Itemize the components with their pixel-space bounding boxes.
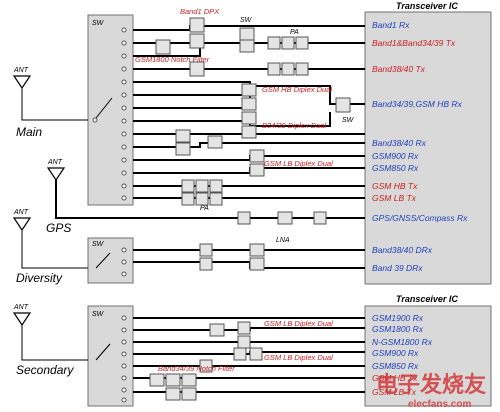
diversity-switch-arm [95, 252, 111, 269]
main-switch-label: SW [92, 20, 105, 27]
port-label-main-0: Band1 Rx [372, 20, 410, 30]
main-components [155, 17, 351, 225]
secondary-port-labels: GSM1900 Rx GSM1800 Rx N-GSM1800 Rx GSM90… [372, 313, 433, 397]
sec-gsm-lb-diplex-1-label: GSM LB Diplex Dual [264, 319, 333, 328]
transceiver-ic-secondary-title: Transceiver IC [396, 294, 458, 304]
diversity-switch-label: SW [92, 241, 105, 248]
svg-text:ANT: ANT [13, 67, 29, 74]
port-label-sec-2: N-GSM1800 Rx [372, 337, 433, 347]
antenna-diversity-icon: ANT [12, 209, 32, 232]
port-label-main-4: Band38/40 Rx [372, 138, 427, 148]
transceiver-ic-main [364, 11, 492, 285]
diversity-components [199, 243, 265, 271]
diversity-signal-wires [133, 249, 365, 269]
main-pa-bottom-label: PA [200, 205, 209, 212]
main-pa-top-label: PA [290, 29, 299, 36]
port-label-sec-4: GSM850 Rx [372, 361, 419, 371]
main-side-label: Main [16, 125, 42, 139]
port-label-sec-1: GSM1800 Rx [372, 324, 424, 334]
svg-text:ANT: ANT [13, 209, 29, 216]
port-label-main-11: Band 39 DRx [372, 263, 423, 273]
main-port-labels: Band1 Rx Band1&Band34/39 Tx Band38/40 Tx… [372, 20, 468, 273]
port-label-main-5: GSM900 Rx [372, 151, 419, 161]
svg-text:ANT: ANT [47, 159, 63, 166]
sec-gsm-lb-diplex-2-label: GSM LB Diplex Dual [264, 353, 333, 362]
port-label-main-9: GPS/GNSS/Compass Rx [372, 213, 468, 223]
b34-39-diplex-label: B34/39 Diplex Dual [262, 121, 327, 130]
antenna-main-icon: ANT [12, 67, 32, 90]
main-sw-mid-label: SW [240, 17, 253, 24]
watermark-url: elecfans.com [408, 399, 471, 410]
antenna-gps-icon: ANT [46, 159, 66, 182]
port-label-main-10: Band38/40 DRx [372, 245, 433, 255]
band1-dpx-label: Band1 DPX [180, 7, 220, 16]
main-switch-ports [121, 27, 127, 201]
main-switch-arm [95, 97, 113, 119]
port-label-sec-6: GSM LB Tx [372, 387, 417, 397]
diversity-side-label: Diversity [16, 271, 63, 285]
gps-side-label: GPS [46, 221, 71, 235]
port-label-sec-5: GSM HB Tx [372, 373, 418, 383]
transceiver-ic-secondary [364, 305, 492, 407]
gsm1800-notch-label: GSM1800 Notch Filter [135, 55, 210, 64]
secondary-switch-label: SW [92, 311, 105, 318]
port-label-main-8: GSM LB Tx [372, 193, 417, 203]
secondary-switch-arm [95, 343, 111, 361]
svg-text:ANT: ANT [13, 304, 29, 311]
port-label-main-2: Band38/40 Tx [372, 64, 426, 74]
gsm-hb-diplex-label: GSM HB Diplex Dual [262, 85, 332, 94]
diversity-lna-label: LNA [276, 237, 290, 244]
transceiver-ic-main-title: Transceiver IC [396, 1, 458, 11]
antenna-feeds [21, 88, 88, 361]
main-sw-right-label: SW [342, 117, 355, 124]
secondary-switch-ports [121, 315, 127, 403]
port-label-sec-0: GSM1900 Rx [372, 313, 424, 323]
diversity-switch-ports [121, 247, 127, 277]
port-label-sec-3: GSM900 Rx [372, 348, 419, 358]
port-label-main-3: Band34/39,GSM HB Rx [372, 99, 463, 109]
port-label-main-7: GSM HB Tx [372, 181, 418, 191]
secondary-components [149, 321, 263, 401]
main-switch-pivot [92, 117, 98, 123]
port-label-main-6: GSM850 Rx [372, 163, 419, 173]
band34-39-notch-label: Band34/39 Notch Filter [158, 364, 235, 373]
gps-signal-wire [55, 180, 365, 219]
port-label-main-1: Band1&Band34/39 Tx [372, 38, 456, 48]
watermark-text: 电子发烧友 [376, 372, 486, 397]
gsm-lb-diplex-label: GSM LB Diplex Dual [264, 159, 333, 168]
secondary-side-label: Secondary [16, 363, 74, 377]
antenna-secondary-icon: ANT [12, 304, 32, 327]
